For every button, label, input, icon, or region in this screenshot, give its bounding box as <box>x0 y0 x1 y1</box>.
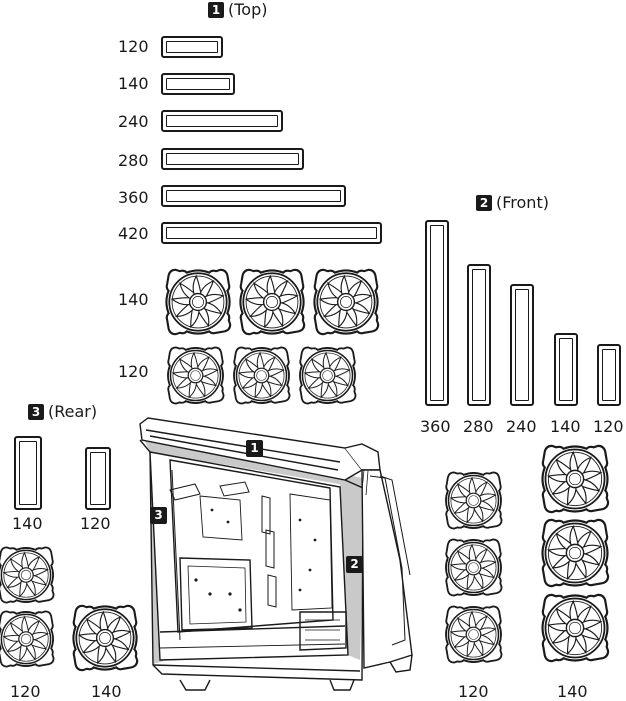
case-marker-front: 2 <box>346 556 363 573</box>
top-radiator-420 <box>161 222 382 244</box>
section-label-rear: (Rear) <box>48 402 98 421</box>
top-radiator-360 <box>161 185 346 207</box>
rear-radiator-140 <box>14 436 42 510</box>
top-radiator-label: 120 <box>118 37 149 56</box>
front-radiator-label: 280 <box>463 417 494 436</box>
case-marker-top: 1 <box>246 440 263 457</box>
section-label-top: (Top) <box>228 0 268 19</box>
front-radiator-label: 120 <box>593 417 624 436</box>
rear-fan-label: 120 <box>10 682 41 701</box>
top-radiator-label: 280 <box>118 151 149 170</box>
front-radiator-360 <box>425 220 449 406</box>
top-radiator-label: 140 <box>118 74 149 93</box>
top-radiator-280 <box>161 148 304 170</box>
badge-front: 2 <box>476 195 492 211</box>
front-radiator-280 <box>467 264 491 406</box>
top-radiator-240 <box>161 110 283 132</box>
rear-radiator-label: 120 <box>80 514 111 533</box>
top-radiator-140 <box>161 73 235 95</box>
top-radiator-label: 420 <box>118 224 149 243</box>
top-fan-row-label: 120 <box>118 362 149 381</box>
top-radiator-label: 240 <box>118 112 149 131</box>
front-radiator-240 <box>510 284 534 406</box>
rear-radiator-120 <box>85 447 111 510</box>
case-marker-rear: 3 <box>150 507 167 524</box>
badge-top: 1 <box>208 2 224 18</box>
front-radiator-120 <box>597 344 621 406</box>
rear-fan-label: 140 <box>91 682 122 701</box>
section-label-front: (Front) <box>496 193 549 212</box>
top-radiator-120 <box>161 36 223 58</box>
section-header-front: 2 (Front) <box>476 194 549 212</box>
top-radiator-label: 360 <box>118 188 149 207</box>
badge-rear: 3 <box>28 404 44 420</box>
top-fan-row-label: 140 <box>118 290 149 309</box>
section-header-top: 1 (Top) <box>208 1 267 19</box>
section-header-rear: 3 (Rear) <box>28 403 97 421</box>
front-radiator-label: 360 <box>420 417 451 436</box>
front-radiator-140 <box>554 333 578 406</box>
front-fan-label: 140 <box>557 682 588 701</box>
front-radiator-label: 140 <box>550 417 581 436</box>
front-fan-label: 120 <box>458 682 489 701</box>
front-radiator-label: 240 <box>506 417 537 436</box>
rear-radiator-label: 140 <box>12 514 43 533</box>
